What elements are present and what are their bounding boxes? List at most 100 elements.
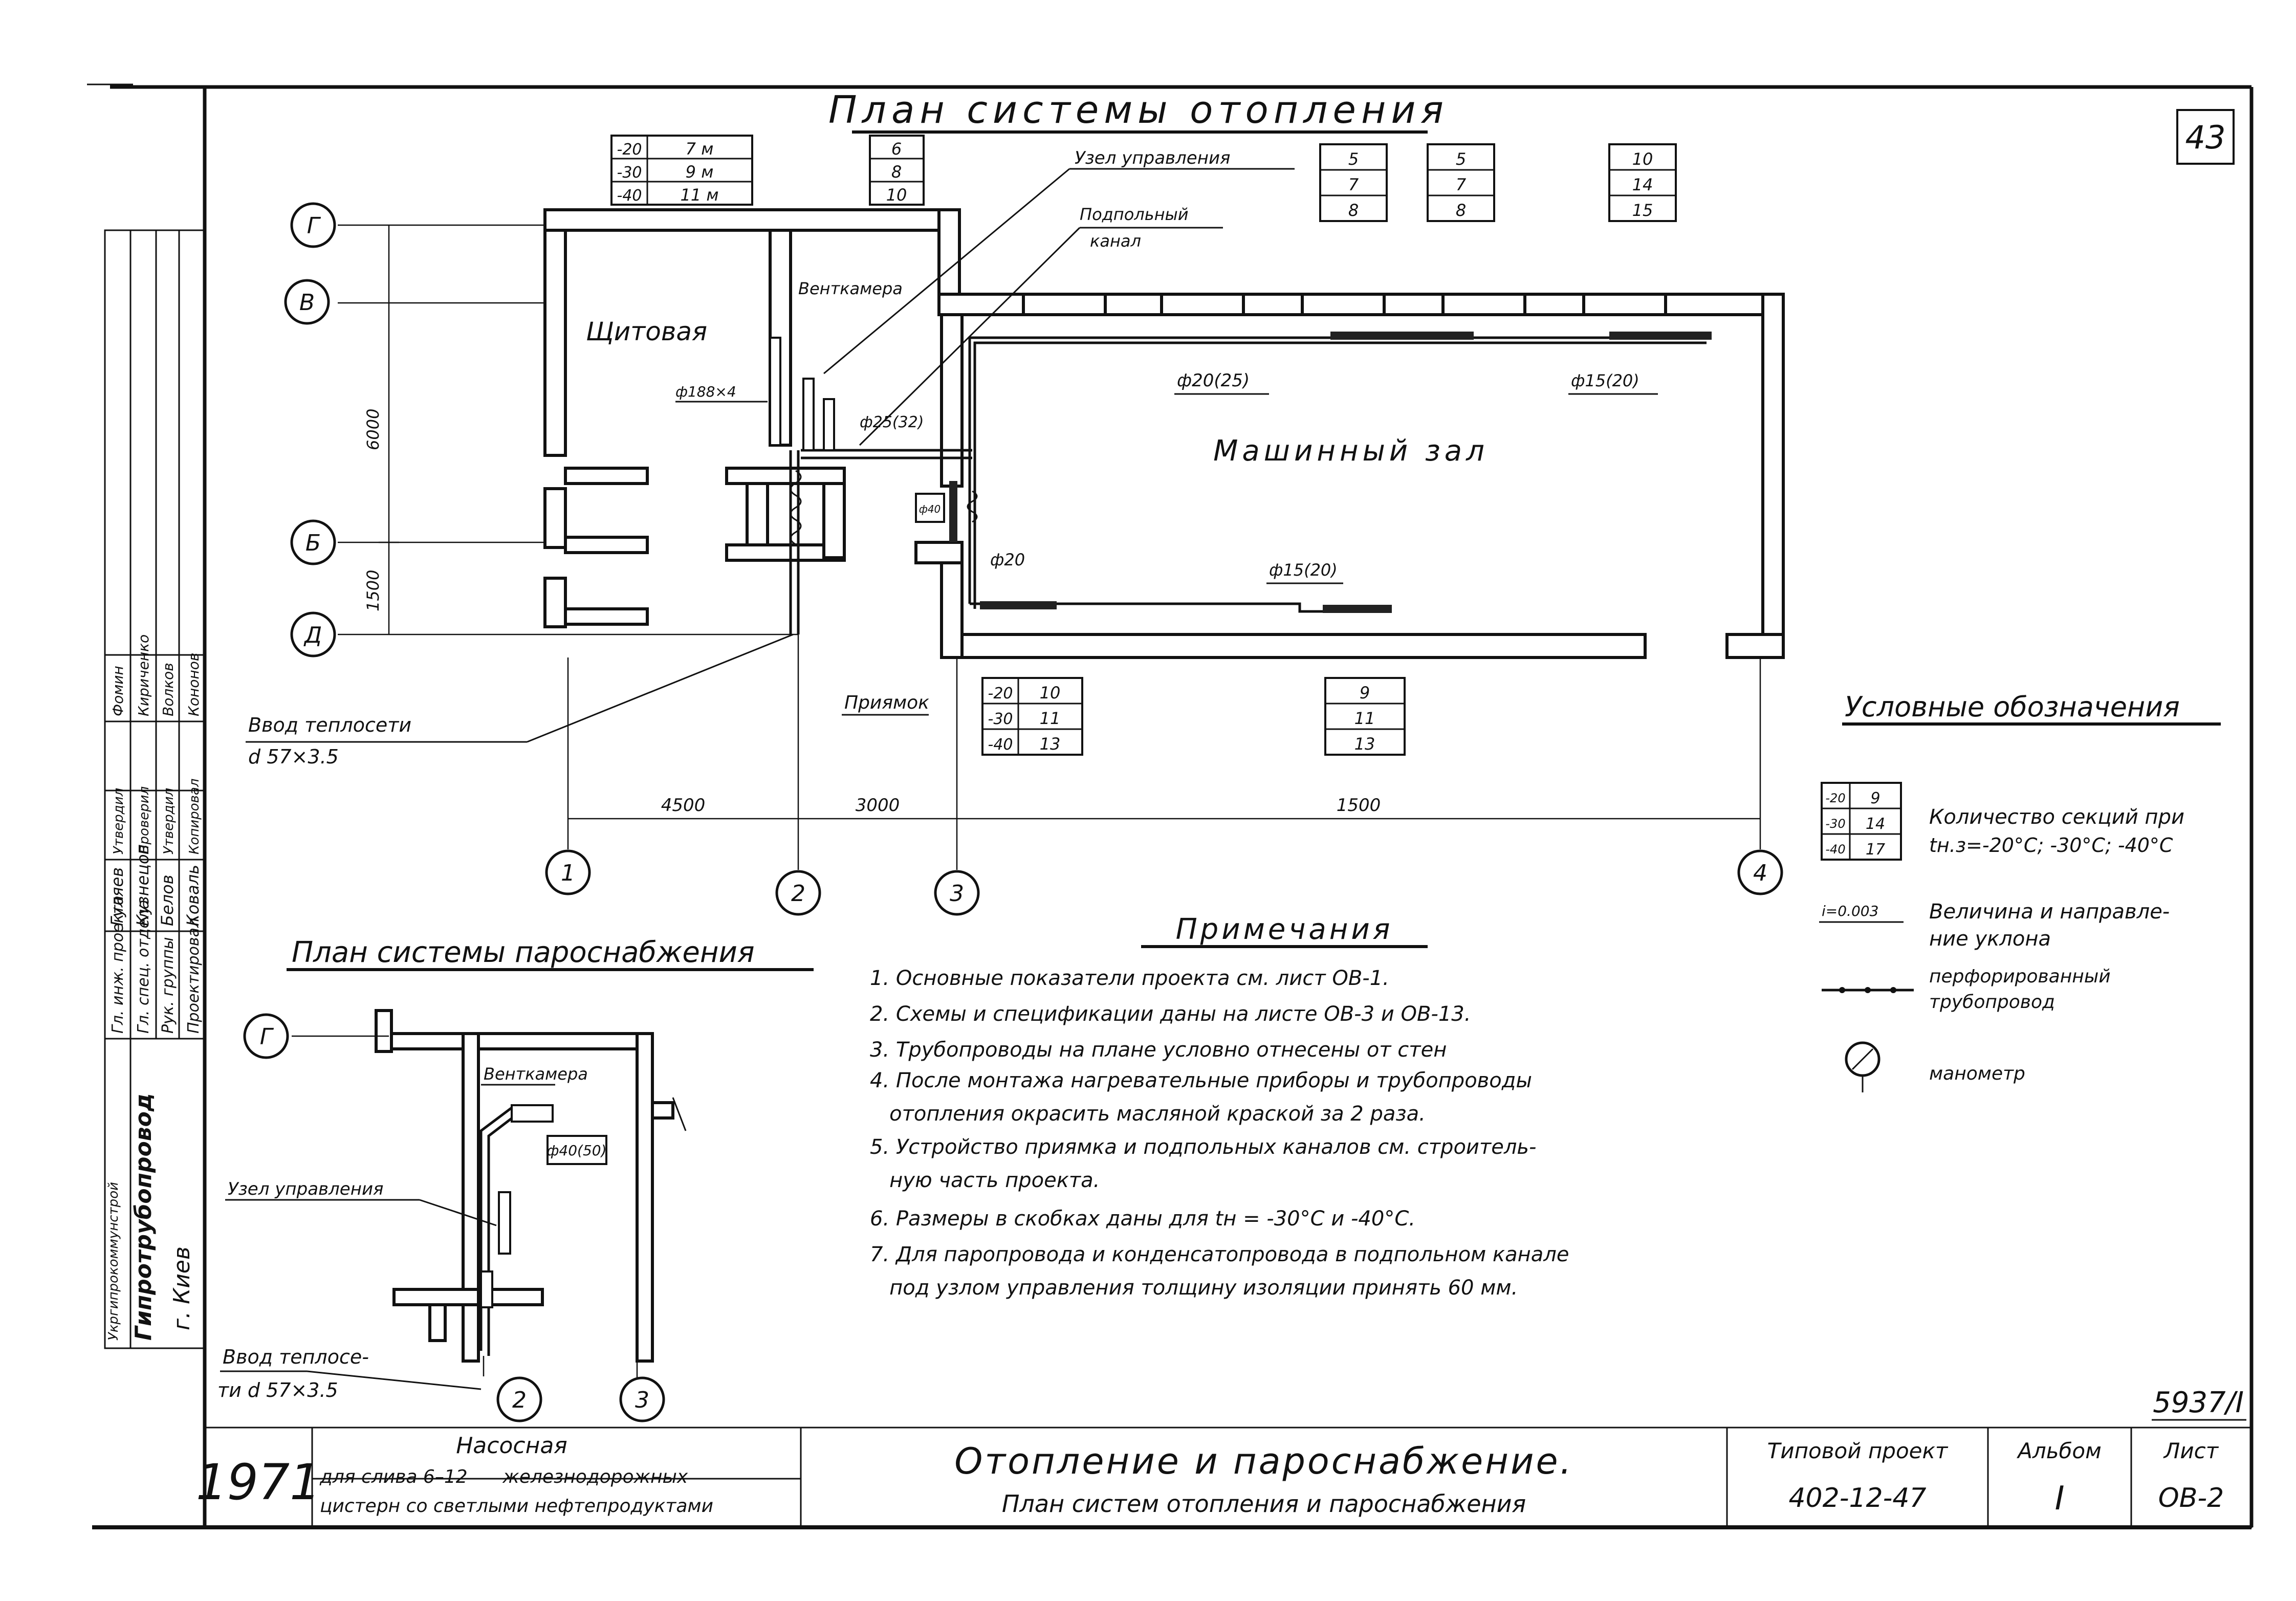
note-6: 6. Размеры в скобках даны для tн = -30°С… [870,1207,1415,1231]
t7-r3: 13 [1354,734,1375,754]
t3-r1: 5 [1348,149,1359,169]
t5-r3: 15 [1632,201,1653,220]
axis-bubble-1: 1 [545,849,591,895]
notes: Примечания 1. Основные показатели проект… [870,913,1569,1300]
notes-title: Примечания [1176,913,1393,946]
tb-year: 1971 [196,1454,321,1511]
t4-r3: 8 [1456,201,1466,220]
axis-bubble-3: 3 [934,870,980,916]
dim-h-3: 1500 [1337,795,1381,816]
t6-r2-c1: -30 [988,710,1013,728]
dim-v-1: 6000 [363,409,383,450]
t6-r2-c2: 11 [1040,709,1061,728]
t6-r3-c2: 13 [1040,734,1061,754]
stamp-role-6: Проверил [137,786,152,854]
room-vent: Венткамера [798,279,903,298]
svg-text:4: 4 [1753,860,1767,886]
t2-r3: 10 [886,185,907,205]
legend-item3-1: перфорированный [1929,966,2111,987]
side-stamp: Гл. инж. проекта Гл. спец. отдела Рук. г… [104,229,206,1349]
doc-number: 5937/I [2152,1386,2246,1421]
axis-bubble-4: 4 [1737,849,1783,895]
legend-item2-2: ние уклона [1929,927,2051,951]
legend-item4: манометр [1929,1063,2025,1084]
t1-r3-c2: 11 м [680,185,718,205]
t3-r2: 7 [1348,175,1359,194]
steam-room: Венткамера [484,1064,588,1084]
stamp-name-6: Кириченко [135,634,152,716]
room-machine-hall: Машинный зал [1213,434,1489,468]
note-5: 5. Устройство приямка и подпольных канал… [870,1135,1536,1159]
t5-r2: 14 [1632,175,1653,194]
svg-text:Г: Г [307,213,321,239]
legend-t-r2-c1: -30 [1825,817,1845,831]
t1-r2-c2: 9 м [686,162,714,182]
stamp-name-7: Волков [160,663,177,716]
axis-bubble-v: В [284,279,330,325]
label-p20a: ф20(25) [1177,370,1250,391]
stamp-role-7: Утвердил [161,788,177,854]
stamp-name-5: Фомин [110,666,126,716]
tb-sheet-title: Отопление и пароснабжение. [954,1440,1573,1482]
t1-r1-c1: -20 [617,141,642,159]
axis-grid: 6000 1500 4500 3000 1500 Г В Б Д 1 2 3 4 [284,202,1783,916]
dim-v-2: 1500 [363,570,383,611]
label-floor-channel-1: Подпольный [1080,205,1189,224]
axis-bubble-2: 2 [775,870,821,916]
tb-sheet-label: Лист [2163,1438,2219,1463]
stamp-org-3: г. Киев [169,1246,195,1330]
tb-project-3: цистерн со светлыми нефтепродуктами [320,1496,713,1517]
steam-axis-g: Г [243,1013,289,1059]
t4-r1: 5 [1456,149,1466,169]
svg-text:3: 3 [950,881,964,907]
svg-text:1: 1 [561,860,575,886]
steam-inlet-1: Ввод теплосе- [223,1346,369,1368]
manometer-icon [1845,1041,1880,1092]
note-5b: ную часть проекта. [870,1169,1100,1192]
note-3: 3. Трубопроводы на плане условно отнесен… [870,1038,1447,1062]
legend-slope: i=0.003 [1822,903,1878,919]
t1-r2-c1: -30 [617,164,642,182]
dim-h-2: 3000 [856,795,900,816]
heating-pipes [769,332,1712,634]
stamp-role-8: Копировал [187,778,202,854]
heating-plan-title: План системы отопления [828,88,1449,134]
svg-text:2: 2 [791,881,805,907]
steam-plan: План системы пароснабжения Венткамера ф4… [217,936,814,1422]
note-7b: под узлом управления толщину изоляции пр… [870,1276,1518,1300]
stamp-role-5: Утвердил [111,788,126,854]
stamp-name-3: Белов [158,874,177,926]
stamp-role-2: Гл. спец. отдела [135,900,152,1034]
t1-r3-c1: -40 [617,187,642,205]
steam-axis-2: 2 [496,1376,542,1422]
tb-project-2: для слива 6–12 железнодорожных [319,1466,688,1487]
title-block: 1971 Насосная для слива 6–12 железнодоро… [196,1427,2253,1528]
t6-r1-c1: -20 [988,685,1013,703]
t7-r2: 11 [1354,709,1375,728]
label-reg: ф188×4 [675,383,736,400]
legend-t-r1-c1: -20 [1825,791,1845,805]
t4-r2: 7 [1456,175,1467,194]
note-2: 2. Схемы и спецификации даны на листе ОВ… [870,1002,1471,1026]
label-control-unit: Узел управления [1075,148,1231,168]
stamp-name-2: Кузнецов [133,845,152,927]
t3-r3: 8 [1348,201,1359,220]
label-floor-channel-2: канал [1090,231,1141,251]
table-sections-5: 10 14 15 [1608,143,1677,222]
stamp-role-3: Рук. группы [159,937,177,1034]
heating-plan-title-text: План системы отопления [828,88,1449,132]
steam-pipe-label: ф40(50) [546,1142,606,1159]
legend-t-r3-c2: 17 [1866,841,1885,859]
legend-item1-1: Количество секций при [1929,805,2184,829]
room-labels: Щитовая Венткамера Машинный зал Приямок [586,279,1489,716]
legend-t-r3-c1: -40 [1825,842,1845,857]
t5-r1: 10 [1632,149,1653,169]
legend-item3-2: трубопровод [1929,992,2055,1013]
stamp-role-4: Проектировал [185,918,203,1034]
steam-axis-3: 3 [619,1376,665,1422]
label-p25: ф25(32) [860,413,924,431]
steam-control-unit: Узел управления [228,1179,384,1199]
note-4b: отопления окрасить масляной краской за 2… [870,1102,1426,1126]
label-small-box: ф40 [919,503,941,515]
